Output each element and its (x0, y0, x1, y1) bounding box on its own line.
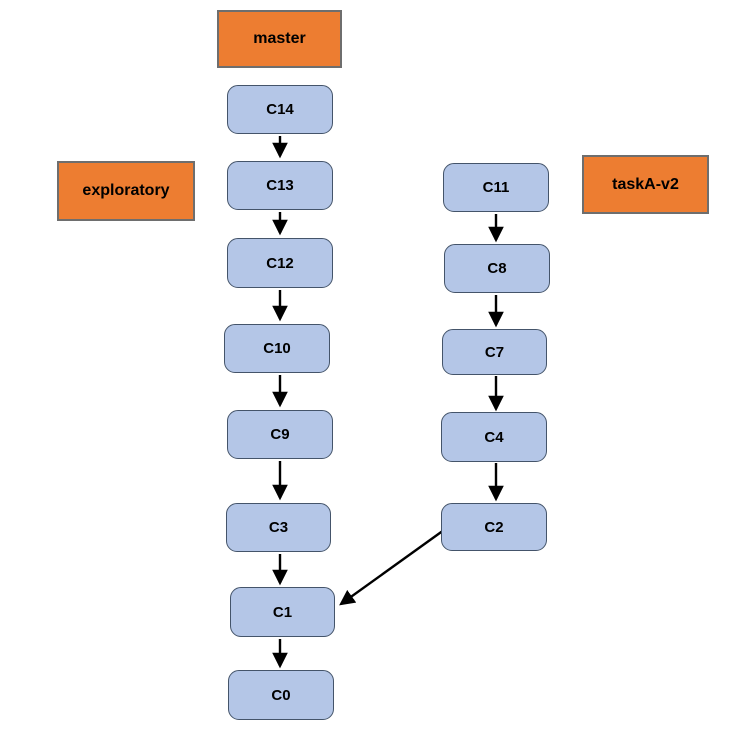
branch-label-taska-v2: taskA-v2 (582, 155, 709, 214)
commit-node-c1: C1 (230, 587, 335, 637)
commit-node-c3: C3 (226, 503, 331, 552)
commit-node-c0: C0 (228, 670, 334, 720)
commit-node-c12: C12 (227, 238, 333, 288)
commit-node-c7: C7 (442, 329, 547, 375)
commit-node-c14: C14 (227, 85, 333, 134)
commit-node-c10: C10 (224, 324, 330, 373)
branch-label-master: master (217, 10, 342, 68)
commit-node-c8: C8 (444, 244, 550, 293)
branch-label-exploratory: exploratory (57, 161, 195, 221)
edge-c2-c1-arrow (339, 529, 445, 606)
commit-node-c13: C13 (227, 161, 333, 210)
commit-node-c2: C2 (441, 503, 547, 551)
commit-node-c4: C4 (441, 412, 547, 462)
commit-node-c11: C11 (443, 163, 549, 212)
commit-node-c9: C9 (227, 410, 333, 459)
